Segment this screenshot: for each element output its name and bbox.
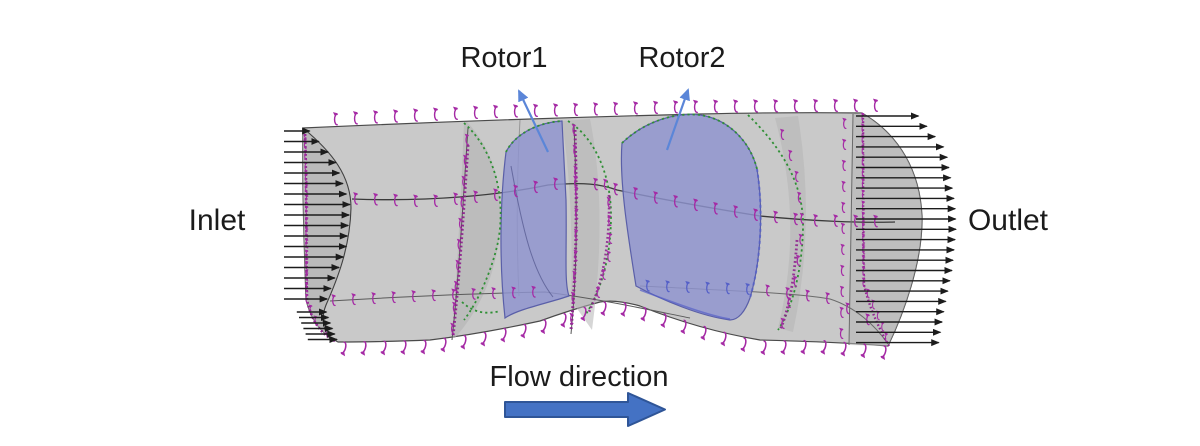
inlet-boundary-edge — [303, 129, 336, 343]
rotation-vector-glyph — [492, 104, 499, 119]
rotation-vector-glyph — [379, 340, 390, 357]
rotation-vector-glyph — [359, 340, 370, 357]
rotor2-blade — [620, 113, 762, 321]
inlet-label: Inlet — [189, 204, 246, 237]
outlet-velocity-vectors — [856, 112, 957, 347]
rotation-vector-glyph — [432, 106, 439, 121]
rotation-vector-glyph — [439, 337, 450, 354]
rotor1-pointer-arrow — [518, 89, 549, 153]
rotation-vector-glyph — [732, 98, 739, 113]
rotation-vector-glyph — [792, 98, 799, 113]
green-boundary-1 — [463, 122, 502, 321]
rotation-vector-glyph — [652, 99, 659, 115]
rotation-vector-glyph — [332, 111, 339, 126]
rotor2-label: Rotor2 — [638, 42, 725, 74]
rotation-vector-glyph — [532, 102, 539, 118]
rotation-vector-glyph — [739, 337, 750, 353]
rotation-vector-glyph — [872, 97, 879, 112]
green-boundary-2 — [567, 120, 612, 315]
rotor2-leading-sweep-dense — [587, 194, 611, 313]
rotation-vector-glyph — [352, 110, 359, 125]
rotation-vector-glyph — [392, 108, 399, 123]
green-rotor2-tip-edge — [621, 113, 758, 170]
rotation-vector-glyph — [752, 98, 759, 113]
rotation-vector-glyph — [559, 312, 570, 329]
rotor2-pointer-arrow — [665, 88, 690, 151]
rotor2-blade-edge-highlight — [749, 168, 762, 299]
rotation-vector-glyph — [672, 99, 679, 114]
green-boundary-3 — [747, 114, 804, 331]
green-hub-arc — [461, 301, 501, 314]
rotation-vector-glyph — [399, 340, 410, 356]
rotation-vector-glyph — [452, 105, 459, 120]
rotation-vector-glyph — [772, 98, 779, 113]
rotor2-blade-bottom-edge — [639, 289, 731, 320]
rotation-vector-glyph — [812, 98, 819, 113]
rotation-vector-glyph — [519, 323, 530, 340]
rotation-vector-glyph — [539, 319, 550, 335]
rotation-vector-glyph — [632, 100, 639, 115]
rotation-vector-glyph — [499, 327, 510, 344]
rotation-vector-glyph — [832, 98, 839, 113]
blade-row-boundaries-green — [461, 113, 804, 331]
rotation-vector-glyph — [419, 339, 430, 356]
rotor1-label: Rotor1 — [460, 42, 547, 74]
rotation-vector-glyph — [339, 341, 350, 357]
rotation-vector-glyph — [599, 301, 610, 317]
rotation-vector-glyph — [839, 341, 850, 358]
flow-direction-arrow — [504, 392, 666, 427]
inlet-velocity-vectors — [284, 127, 351, 343]
rotation-vector-glyph — [592, 101, 599, 116]
outlet-label: Outlet — [968, 204, 1049, 237]
rotation-vector-glyph — [852, 97, 859, 112]
rotation-vector-glyph — [759, 340, 770, 356]
rotation-vector-glyph — [372, 109, 379, 124]
duct-outer-surface — [302, 112, 923, 347]
rotation-vector-glyph — [719, 331, 730, 348]
rotation-vector-glyph — [879, 345, 890, 361]
panel-shade-1 — [452, 122, 501, 338]
rotor1-blade — [500, 120, 570, 320]
mixing-plane-1-dense — [451, 144, 470, 337]
rotation-vector-glyph — [692, 98, 699, 114]
mixing-plane-1-line — [451, 127, 469, 341]
panel-shade-3 — [775, 116, 806, 332]
rotation-vector-glyph — [459, 334, 470, 351]
rotation-vector-glyph — [712, 98, 719, 113]
rotation-vector-glyph — [779, 340, 790, 356]
rotation-vector-glyph — [412, 107, 419, 122]
rotation-vector-glyph — [479, 331, 490, 348]
rotation-vector-glyph — [572, 101, 579, 117]
rotation-vector-glyph — [512, 103, 519, 118]
rotation-vector-glyph — [799, 339, 810, 356]
green-rotor1-tip-edge — [505, 120, 563, 153]
outlet-interface-line — [848, 113, 854, 346]
rotation-vector-glyph — [472, 104, 479, 120]
rotation-vector-glyph — [859, 343, 870, 359]
rotation-vector-glyph — [612, 100, 619, 116]
flow-direction-label: Flow direction — [490, 361, 669, 393]
rotation-vector-glyph — [552, 102, 559, 117]
panel-shade-2 — [562, 119, 600, 330]
